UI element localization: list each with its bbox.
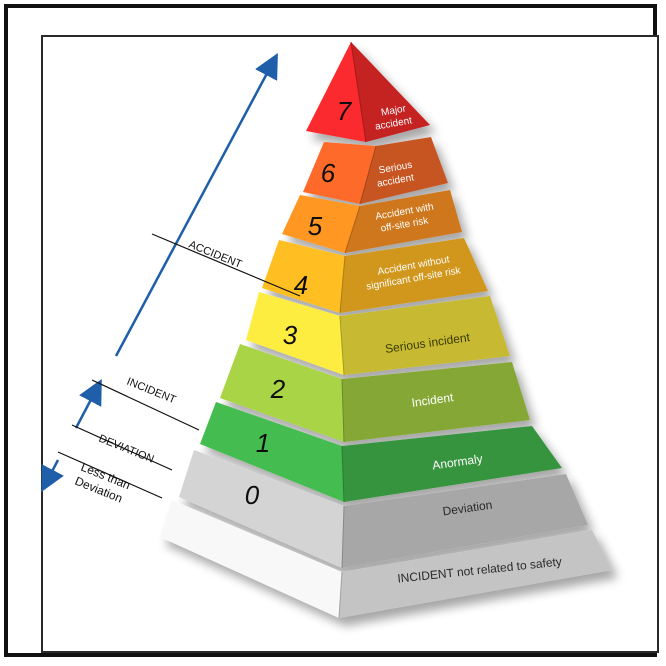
label-deviation: DEVIATION [97,433,156,466]
level-number: 2 [270,374,286,404]
level-front-face [282,195,360,253]
level-side-face [340,238,488,313]
level-edge [359,145,377,205]
level-side-face [342,426,562,502]
level-number: 0 [245,480,260,510]
level-number: 5 [308,211,323,241]
level-front-face [303,142,376,204]
label-incident: INCIDENT [125,376,178,407]
level-edge [341,445,345,503]
divider-accident-top [151,233,301,297]
level-side-face [339,530,612,618]
level-label: Major [380,103,407,118]
level-front-face [200,402,344,502]
level-edge [341,378,345,443]
level-side-face [342,474,588,568]
level-front-face [220,344,344,442]
level-number: 4 [294,270,308,300]
divider-accident-bottom [91,379,200,431]
level-front-face [160,500,342,618]
level-label: Incident [411,390,455,410]
arrow-incident-range [74,378,102,429]
level-label: Deviation [442,498,493,519]
level-front-face [306,42,366,142]
level-front-face [179,450,344,568]
level-front-face [262,240,345,313]
level-number: 1 [256,428,270,458]
level-edge [338,571,343,619]
pyramid-level-base: INCIDENT not related to safety [160,500,612,619]
level-side-face [351,42,430,142]
divider-deviation [57,451,163,499]
level-number: 6 [321,158,336,188]
level-edge [339,255,346,314]
level-side-face [345,190,462,253]
arrow-less-than [41,459,64,493]
arrow-accident-range [114,52,278,357]
level-edge [350,41,367,143]
level-side-face [340,296,510,375]
level-edge [341,505,345,569]
level-side-face [360,137,448,204]
level-number: 7 [337,96,353,126]
level-edge [344,205,361,254]
level-label: Anormaly [431,452,483,473]
level-number: 3 [283,320,298,350]
level-edge [339,315,345,376]
divider-incident [71,424,173,471]
level-side-face [342,362,530,442]
label-accident: ACCIDENT [187,239,244,271]
level-front-face [246,292,344,375]
